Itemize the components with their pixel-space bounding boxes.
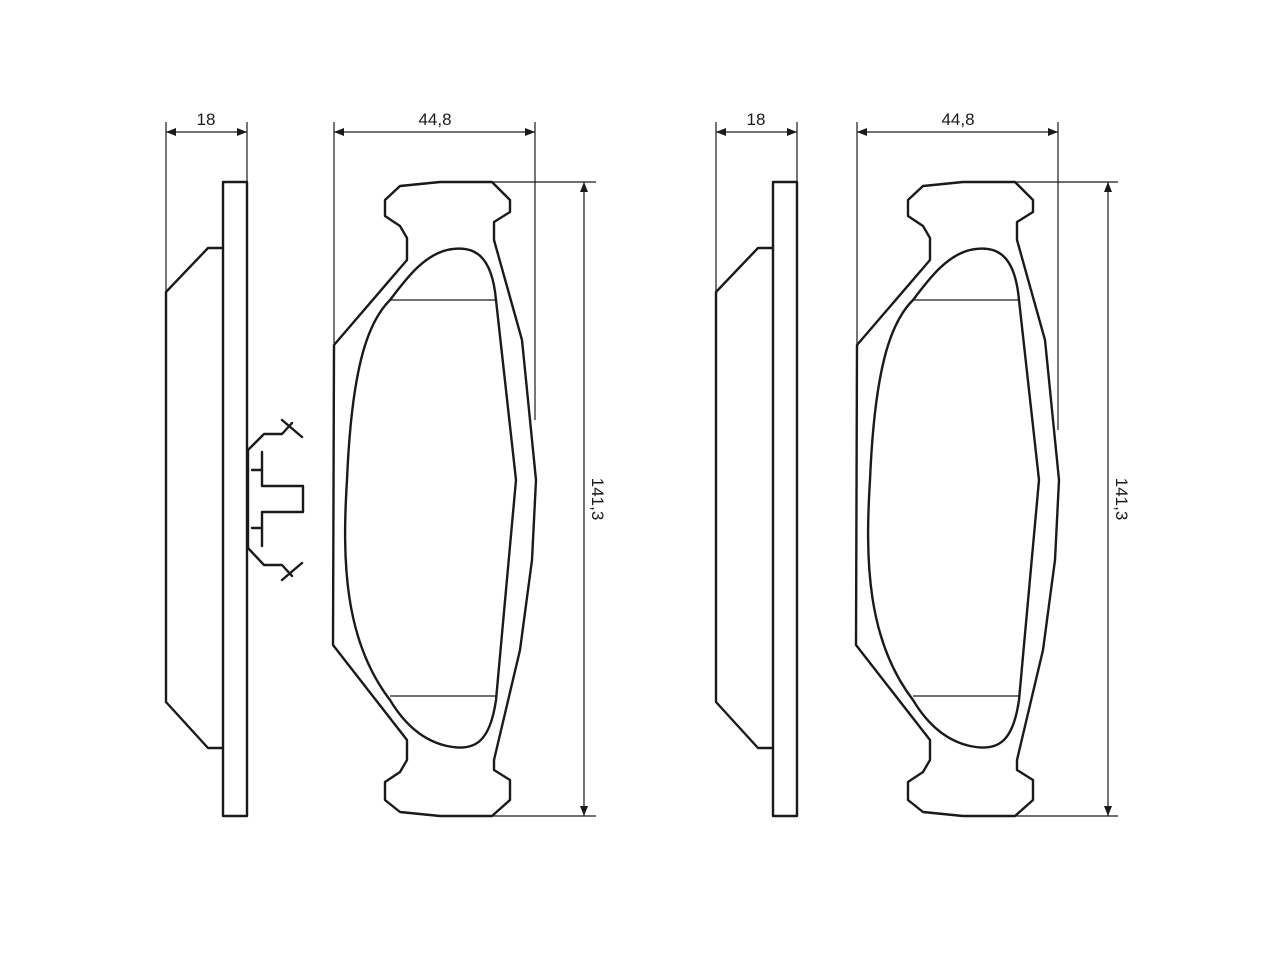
left-thickness-label: 18: [197, 110, 216, 129]
left-friction-lining: [343, 247, 518, 749]
right-friction-block: [714, 246, 775, 750]
left-front-view: [331, 180, 538, 818]
left-thickness-dimension: 18: [165, 110, 248, 292]
left-clip: [246, 418, 305, 582]
left-pad-set: 18 44,8 141,3: [164, 110, 607, 818]
right-thickness-dimension: 18: [715, 110, 798, 292]
right-width-dimension: 44,8: [856, 110, 1059, 430]
left-height-label: 141,3: [588, 478, 607, 521]
right-thickness-label: 18: [747, 110, 766, 129]
right-backing-plate: [771, 180, 799, 818]
left-side-view: [164, 180, 249, 818]
right-height-label: 141,3: [1112, 478, 1131, 521]
right-backing-plate-outline: [854, 180, 1061, 818]
right-friction-lining: [866, 247, 1041, 749]
right-side-view: [714, 180, 799, 818]
right-width-label: 44,8: [941, 110, 974, 129]
right-pad-set: 18 44,8 141,3: [714, 110, 1131, 818]
right-height-dimension: 141,3: [1015, 181, 1131, 817]
left-backing-plate-outline: [331, 180, 538, 818]
left-backing-plate: [221, 180, 249, 818]
left-clip-body: [246, 421, 294, 578]
left-friction-block: [164, 246, 225, 750]
left-width-dimension: 44,8: [333, 110, 536, 420]
right-front-view: [854, 180, 1061, 818]
left-height-dimension: 141,3: [492, 181, 607, 817]
left-width-label: 44,8: [418, 110, 451, 129]
